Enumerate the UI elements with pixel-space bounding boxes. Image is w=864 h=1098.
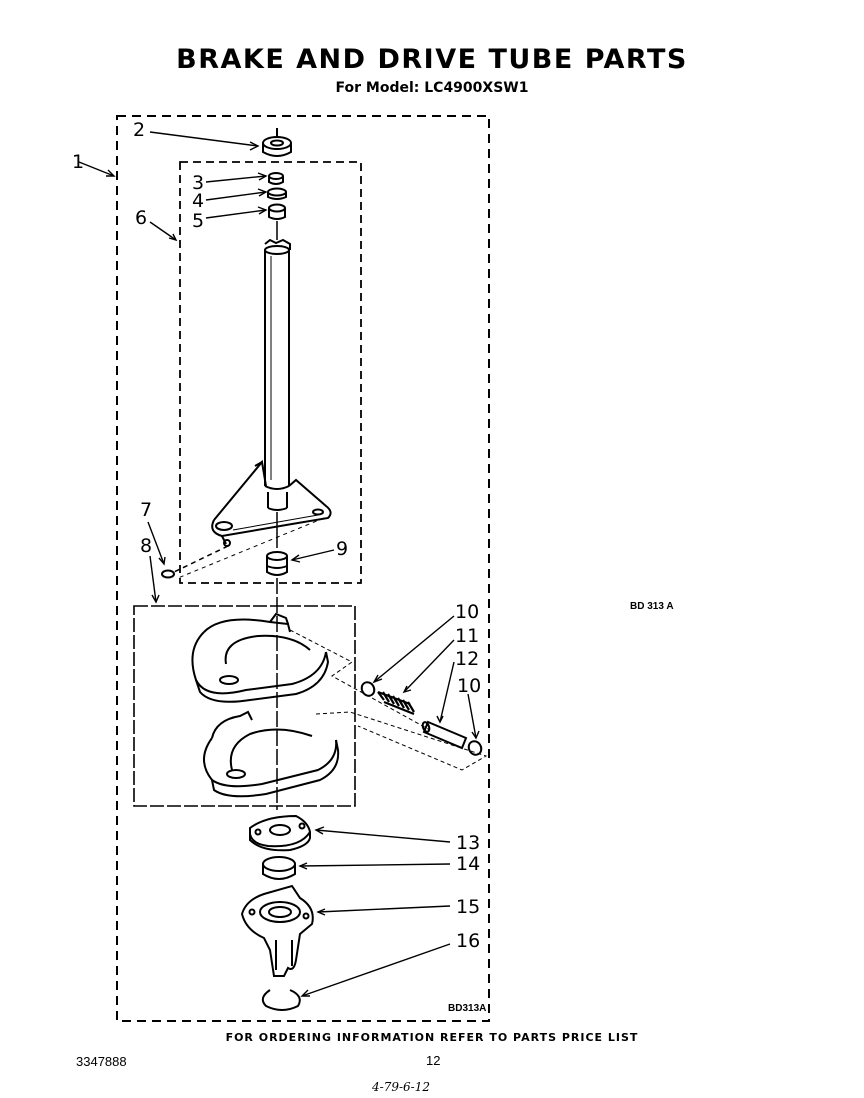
part-16-retaining-ring	[261, 989, 301, 1011]
part-label-13: 13	[456, 832, 480, 854]
part-label-15: 15	[456, 896, 480, 918]
part-label-12: 12	[455, 648, 479, 670]
document-number: 3347888	[76, 1054, 127, 1069]
part-label-3: 3	[192, 172, 204, 194]
part-14-ring	[262, 856, 296, 880]
part-10-washer-a	[360, 681, 376, 697]
ordering-note: FOR ORDERING INFORMATION REFER TO PARTS …	[225, 1031, 639, 1044]
part-label-10-b: 10	[457, 675, 481, 697]
part-label-11: 11	[455, 625, 479, 647]
leader-lines	[78, 131, 480, 997]
part-label-7: 7	[140, 499, 152, 521]
page-number: 12	[426, 1053, 441, 1068]
part-label-14: 14	[456, 853, 480, 875]
part-2-bearing	[262, 128, 292, 157]
drive-tube-outline-6	[179, 161, 362, 584]
upper-brake-shoe	[191, 612, 330, 703]
part-10-washer-b	[467, 740, 483, 756]
part-label-4: 4	[192, 190, 204, 212]
page-title: BRAKE AND DRIVE TUBE PARTS	[176, 44, 688, 75]
reference-code-inner: BD313A	[448, 1003, 487, 1014]
part-5-bushing	[268, 203, 286, 220]
brake-plate	[211, 459, 332, 547]
part-12-pin	[421, 720, 468, 750]
part-label-10-a: 10	[455, 601, 479, 623]
part-label-1: 1	[72, 151, 84, 173]
assembly-outline-1	[116, 115, 490, 1022]
part-label-5: 5	[192, 210, 204, 232]
brake-shoe-outline-8	[133, 605, 356, 807]
handwritten-note: 4-79-6-12	[372, 1080, 430, 1094]
lower-brake-shoe	[203, 710, 340, 798]
part-13-plate	[249, 814, 312, 852]
part-9-bushing	[266, 512, 288, 576]
spring-leader-bottom	[315, 711, 488, 771]
model-subtitle: For Model: LC4900XSW1	[335, 80, 529, 96]
part-3-washer	[268, 172, 284, 185]
part-label-6: 6	[135, 207, 147, 229]
part-label-16: 16	[456, 930, 480, 952]
part-label-8: 8	[140, 535, 152, 557]
drive-tube	[264, 238, 291, 511]
part-11-spring	[377, 690, 415, 716]
spring-leader-top	[289, 629, 431, 731]
part-7-clip	[161, 569, 175, 579]
part-label-2: 2	[133, 119, 145, 141]
part-4-seal	[267, 187, 287, 200]
part-15-cam	[240, 884, 314, 977]
part-label-9: 9	[336, 538, 348, 560]
reference-code-right: BD 313 A	[630, 601, 674, 612]
